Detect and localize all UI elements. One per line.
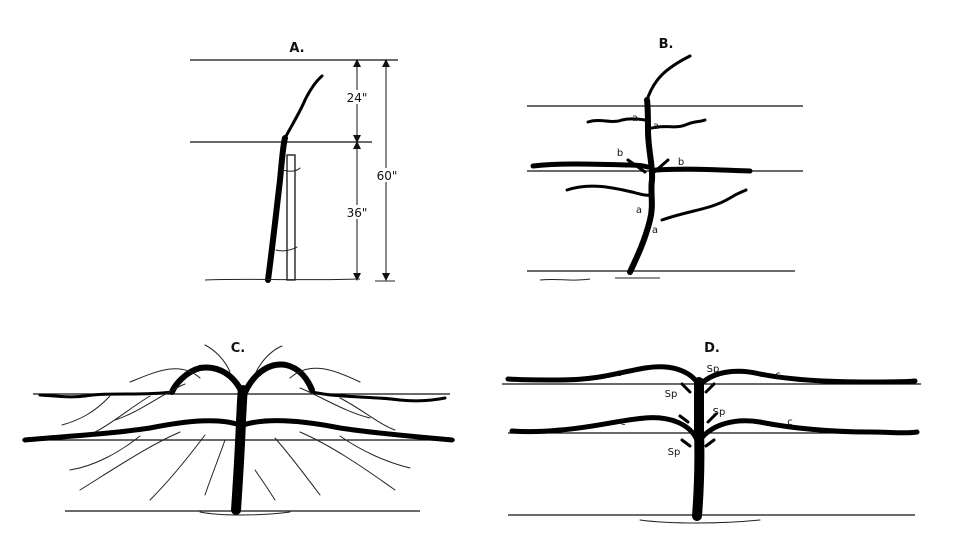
panel-d-label-cane: c [775, 370, 781, 381]
panel-c-shoot [339, 435, 411, 469]
panel-b-label-b: b [617, 148, 623, 159]
panel-d-label-cane: c [616, 368, 622, 379]
panel-c-shoot [289, 367, 361, 383]
panel-c-shoot [254, 469, 276, 501]
panel-c-shoot [299, 431, 396, 491]
panel-b-label-a: a [632, 113, 638, 124]
label-bg [345, 205, 369, 219]
panel-b-label-a: a [652, 225, 658, 236]
measure-60-label: 60" [377, 169, 398, 183]
panel-d-arm [697, 368, 918, 388]
panel-b-cane-upper-left [586, 117, 647, 124]
panel-b-cane-lower-left [565, 184, 652, 197]
panel-c-arm [241, 361, 315, 398]
panel-b-spur [626, 158, 647, 174]
panel-b-spur [650, 158, 670, 176]
panel-c-shoot [79, 431, 181, 491]
panel-b-trunk [627, 97, 656, 275]
panel-a-tie [275, 246, 298, 252]
panel-d-arm [509, 415, 700, 443]
panel-b-cane-middle-right [653, 166, 753, 174]
panel-d: D. Sp c c Sp Sp c c Sp [502, 341, 921, 524]
panel-d-ground [639, 519, 761, 524]
panel-c-cane [310, 390, 447, 403]
panel-b-label-a: a [636, 205, 642, 216]
panel-c-shoot [204, 439, 226, 496]
panel-b-label-a: a [653, 121, 659, 132]
panel-c-shoot [94, 395, 151, 433]
panel-c-shoot [274, 437, 321, 496]
panel-b-cane-upper-right [650, 118, 707, 130]
panel-c-trunk [231, 385, 248, 515]
panel-c-title: C. [231, 341, 245, 356]
panel-a-ground [204, 278, 361, 281]
panel-d-label-spur: Sp [707, 364, 720, 375]
panel-b-label-b: b [678, 157, 684, 168]
panel-c-arm [22, 418, 243, 443]
panel-b-title: B. [659, 37, 674, 52]
panel-a: A. 24" 36" 60" [190, 41, 400, 283]
panel-c-shoot [61, 395, 111, 426]
panel-a-trunk [265, 135, 288, 283]
panel-d-label-spur: Sp [668, 447, 681, 458]
panel-d-label-cane: c [787, 417, 793, 428]
label-bg [345, 90, 369, 104]
panel-d-arm [697, 418, 920, 443]
panel-c-arm [240, 418, 455, 443]
panel-c-shoot [299, 387, 371, 419]
panel-c-shoot [339, 397, 396, 431]
panel-c-arm [169, 364, 246, 398]
panel-a-title: A. [289, 41, 304, 56]
panel-d-title: D. [704, 341, 720, 356]
panel-b-ground [539, 277, 660, 281]
panel-d-label-spur: Sp [713, 407, 726, 418]
stake [286, 154, 296, 281]
panel-c-cane [38, 390, 174, 399]
panel-c-shoot [69, 435, 141, 471]
panel-d-trunk [692, 377, 705, 521]
panel-a-shoot [283, 74, 324, 140]
panel-b: B. a a b b a a [527, 37, 803, 281]
panel-c-shoot [114, 383, 186, 421]
panel-c-shoot [149, 434, 206, 501]
panel-d-label-spur: Sp [665, 389, 678, 400]
panel-c-shoot [129, 368, 201, 383]
label-bg [374, 168, 400, 182]
panel-b-cane-lower-right [660, 188, 748, 222]
panel-d-label-cane: c [620, 417, 626, 428]
panel-d-spurs [678, 382, 718, 448]
measure-24-label: 24" [347, 91, 368, 105]
panel-d-arm [505, 364, 702, 388]
panel-c-shoot [255, 345, 283, 373]
panel-c-shoot [204, 344, 231, 373]
panel-c: C. [22, 341, 455, 516]
panel-a-tie [281, 167, 301, 172]
panel-b-top-shoot [645, 54, 692, 102]
panel-b-cane-middle-left [530, 161, 651, 170]
panel-c-ground [199, 511, 291, 516]
measure-36-label: 36" [347, 206, 368, 220]
